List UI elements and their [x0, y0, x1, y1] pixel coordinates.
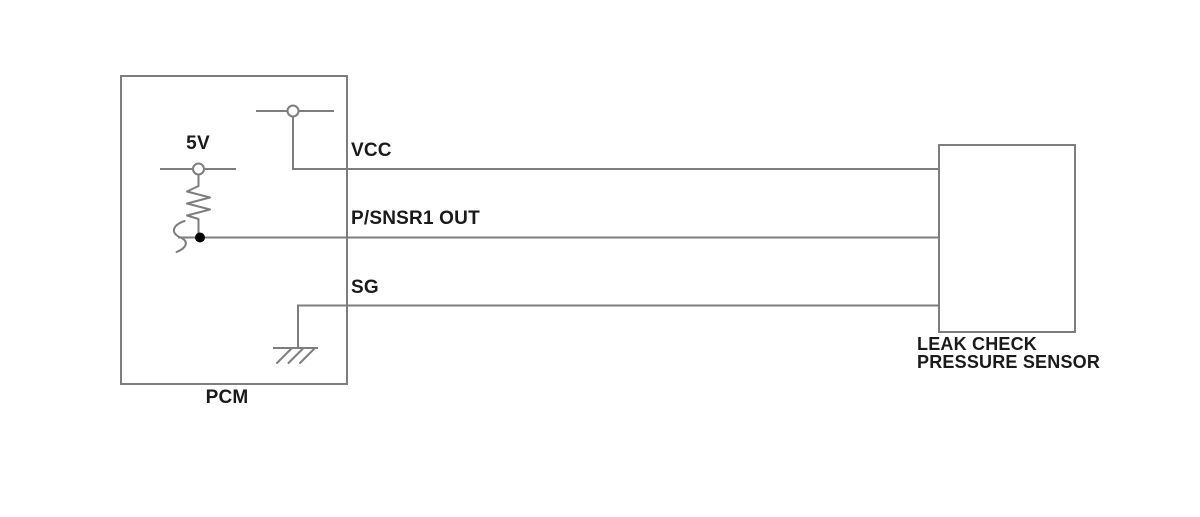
sensor-label-line2: PRESSURE SENSOR — [917, 352, 1101, 372]
pcm-label: PCM — [205, 387, 249, 408]
ground-icon — [273, 347, 318, 364]
wire-label-vcc: VCC — [351, 140, 392, 161]
pcm-box — [120, 75, 348, 385]
sensor-label-line1: LEAK CHECK — [917, 334, 1038, 354]
sensor-label: LEAK CHECK PRESSURE SENSOR — [917, 335, 1100, 371]
wire-label-sg: SG — [351, 277, 379, 298]
vcc-wire — [292, 111, 939, 170]
splice-icon — [173, 220, 187, 253]
wire-label-psnsr1-out: P/SNSR1 OUT — [351, 208, 480, 229]
sg-wire — [297, 304, 939, 348]
pullup-resistor-icon — [186, 173, 211, 234]
vcc-terminal-icon — [286, 104, 300, 118]
sensor-box — [938, 144, 1076, 333]
supply-terminal-icon — [192, 162, 205, 176]
ground-hatches — [276, 347, 316, 364]
supply-voltage-label: 5V — [186, 133, 210, 154]
junction-dot-icon — [195, 232, 205, 243]
